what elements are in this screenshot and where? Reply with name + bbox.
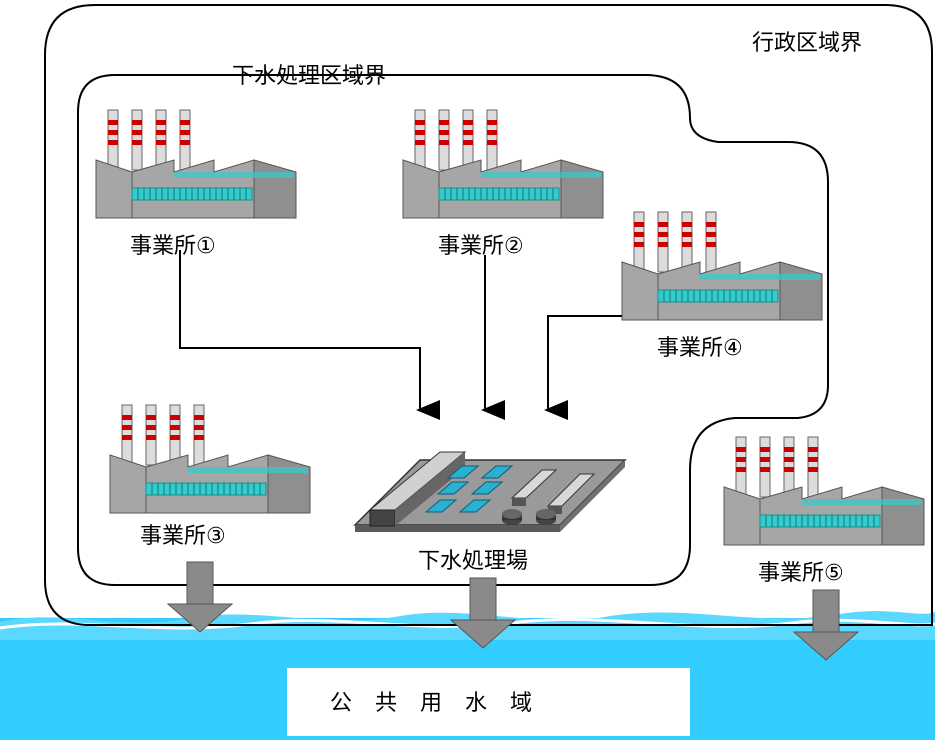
water-label-box xyxy=(287,668,690,736)
public-water-label: 公共用水域 xyxy=(330,691,555,716)
factory-icon xyxy=(723,436,925,546)
factory-icon xyxy=(109,404,311,514)
facility-5-label: 事業所⑤ xyxy=(758,561,844,586)
factory-icon xyxy=(621,211,823,321)
facility-1-label: 事業所① xyxy=(130,234,216,259)
admin-boundary-label: 行政区域界 xyxy=(752,31,862,56)
sewer-boundary-label: 下水処理区域界 xyxy=(232,64,386,89)
treatment-plant-icon xyxy=(353,451,627,532)
sewer-boundary xyxy=(77,74,829,586)
sewer-pipes xyxy=(179,250,622,420)
factory-icon xyxy=(402,109,604,219)
pipe-from-facility-1 xyxy=(179,250,440,420)
facility-4-label: 事業所④ xyxy=(657,336,743,361)
facility-2-label: 事業所② xyxy=(438,234,524,259)
facility-3-label: 事業所③ xyxy=(140,524,226,549)
admin-boundary xyxy=(44,4,933,626)
treatment-plant-label: 下水処理場 xyxy=(418,549,528,574)
factory-icon xyxy=(95,109,297,219)
pipe-from-facility-4 xyxy=(544,315,622,420)
